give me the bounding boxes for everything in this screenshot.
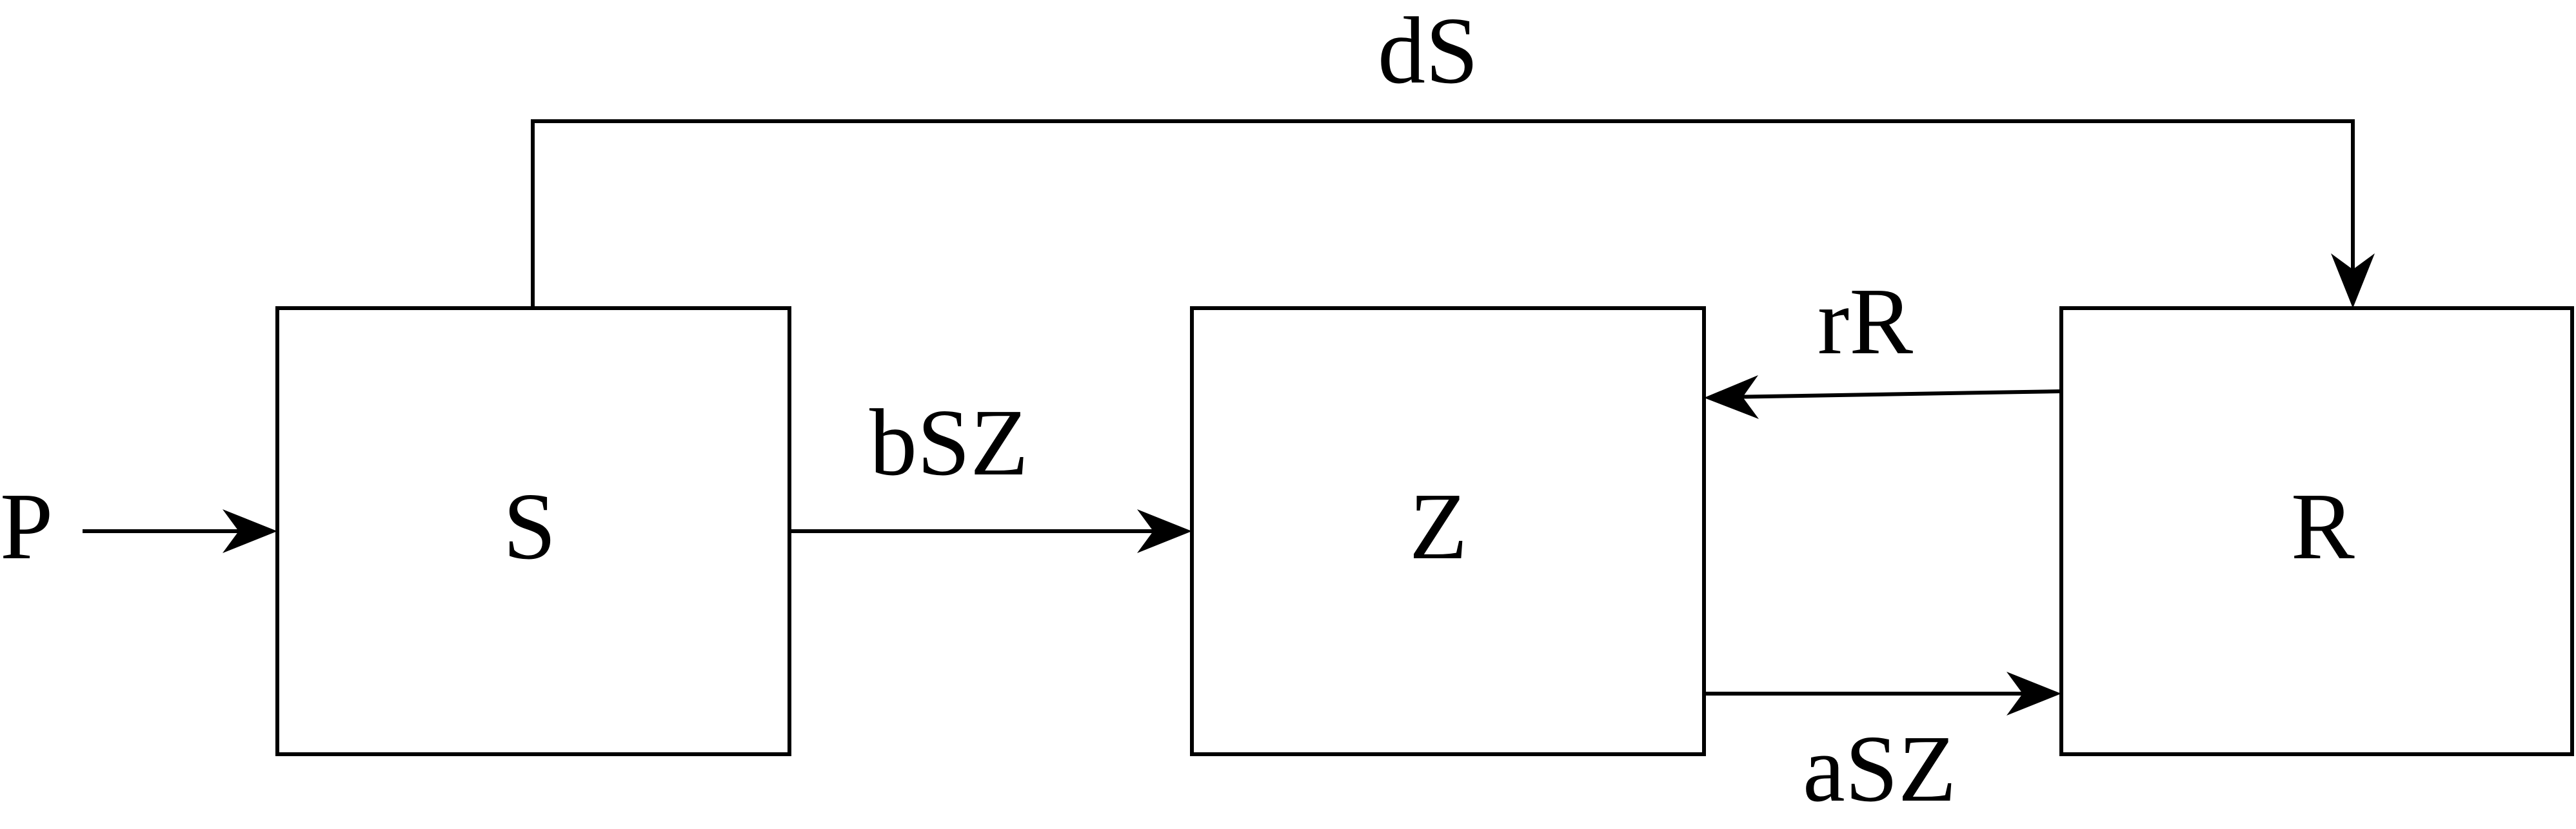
edge-r-to-z-label: rR: [1818, 269, 1913, 375]
edge-z-to-r-arrowhead: [2006, 672, 2061, 716]
node-s-label: S: [503, 474, 556, 580]
edge-s-to-z: bSZ: [789, 390, 1192, 553]
node-r-label: R: [2291, 474, 2355, 580]
node-r: R: [2059, 306, 2574, 756]
edge-s-to-r-arrowhead: [2331, 253, 2375, 308]
edge-s-to-z-arrowhead: [1137, 509, 1192, 553]
edge-s-to-z-label: bSZ: [869, 390, 1029, 496]
edge-r-to-z-line: [1725, 389, 2062, 399]
edge-z-to-r-label: aSZ: [1803, 716, 1956, 822]
edge-s-to-r: dS: [531, 0, 2375, 308]
node-s-box: [275, 306, 791, 756]
node-z: Z: [1190, 306, 1706, 756]
edge-input-arrowhead: [223, 509, 277, 553]
edge-input-label: P: [0, 474, 53, 580]
edge-r-to-z-arrowhead: [1704, 375, 1759, 419]
edge-s-to-r-line: [531, 119, 2355, 308]
node-r-box: [2059, 306, 2574, 756]
edge-input: P: [0, 474, 277, 580]
edge-s-to-r-label: dS: [1378, 0, 1478, 104]
edge-r-to-z: rR: [1704, 269, 2062, 419]
node-z-box: [1190, 306, 1706, 756]
edge-z-to-r: aSZ: [1704, 672, 2061, 822]
node-z-label: Z: [1409, 474, 1467, 580]
node-s: S: [275, 306, 791, 756]
